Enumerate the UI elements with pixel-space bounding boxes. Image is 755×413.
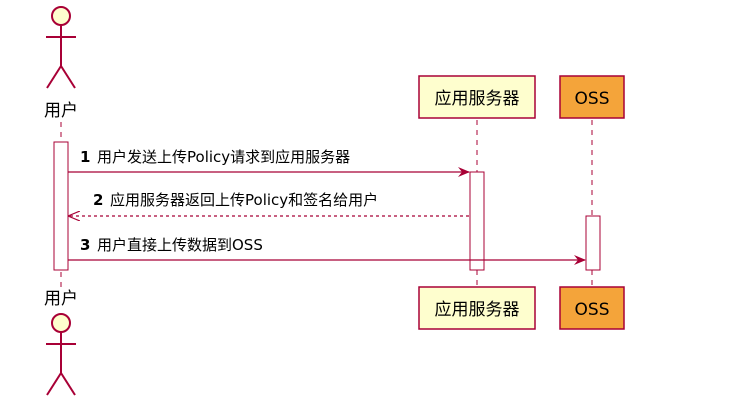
app-server-box-bottom: 应用服务器	[418, 286, 536, 330]
oss-box-bottom: OSS	[559, 286, 625, 330]
app-server-label-top: 应用服务器	[435, 89, 520, 109]
message-3-number: 3	[80, 236, 90, 254]
oss-label-bottom: OSS	[575, 300, 610, 320]
oss-box-top: OSS	[559, 75, 625, 119]
message-1-number: 1	[80, 148, 90, 166]
message-2-text: 应用服务器返回上传Policy和签名给用户	[110, 191, 378, 209]
app-server-label-bottom: 应用服务器	[435, 300, 520, 320]
user-label-bottom: 用户	[44, 289, 78, 309]
user-actor-head-bottom	[51, 313, 71, 333]
app-server-box-top: 应用服务器	[418, 75, 536, 119]
user-actor-top	[46, 6, 76, 89]
oss-activation	[585, 215, 601, 271]
user-label-top: 用户	[44, 101, 78, 121]
user-activation	[53, 141, 69, 271]
oss-label-top: OSS	[575, 89, 610, 109]
message-2-number: 2	[93, 191, 103, 209]
app-server-activation	[469, 171, 485, 271]
message-1-text: 用户发送上传Policy请求到应用服务器	[97, 148, 350, 166]
message-3-text: 用户直接上传数据到OSS	[97, 236, 263, 254]
user-actor-bottom	[46, 313, 76, 396]
user-actor-head	[51, 6, 71, 26]
